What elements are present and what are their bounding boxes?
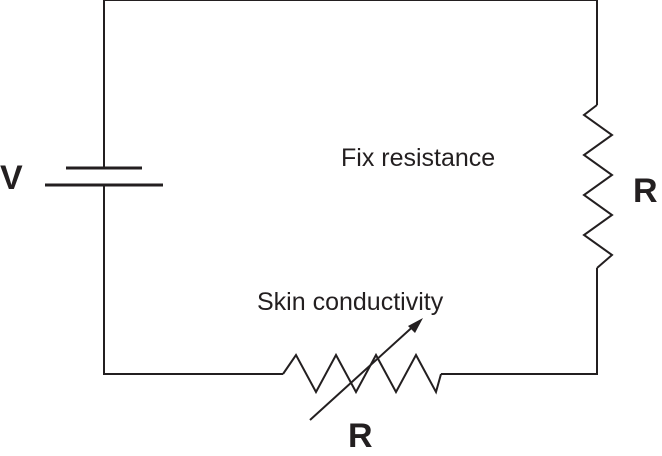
fixed-resistor-caption: Fix resistance [341, 144, 495, 172]
variable-resistor-label: R [348, 417, 373, 455]
voltage-source [45, 166, 163, 187]
voltage-label: V [0, 159, 23, 197]
variable-arrow-shaft [309, 321, 419, 421]
variable-arrow-head [408, 318, 423, 333]
fixed-resistor [582, 104, 614, 269]
variable-arrow [309, 318, 423, 421]
wire-left-upper [103, 0, 598, 168]
variable-resistor [282, 352, 442, 395]
variable-resistor-caption: Skin conductivity [257, 288, 444, 316]
wire-left-lower [103, 185, 283, 375]
fixed-resistor-label: R [633, 172, 658, 210]
wire-right-lower [441, 268, 598, 375]
